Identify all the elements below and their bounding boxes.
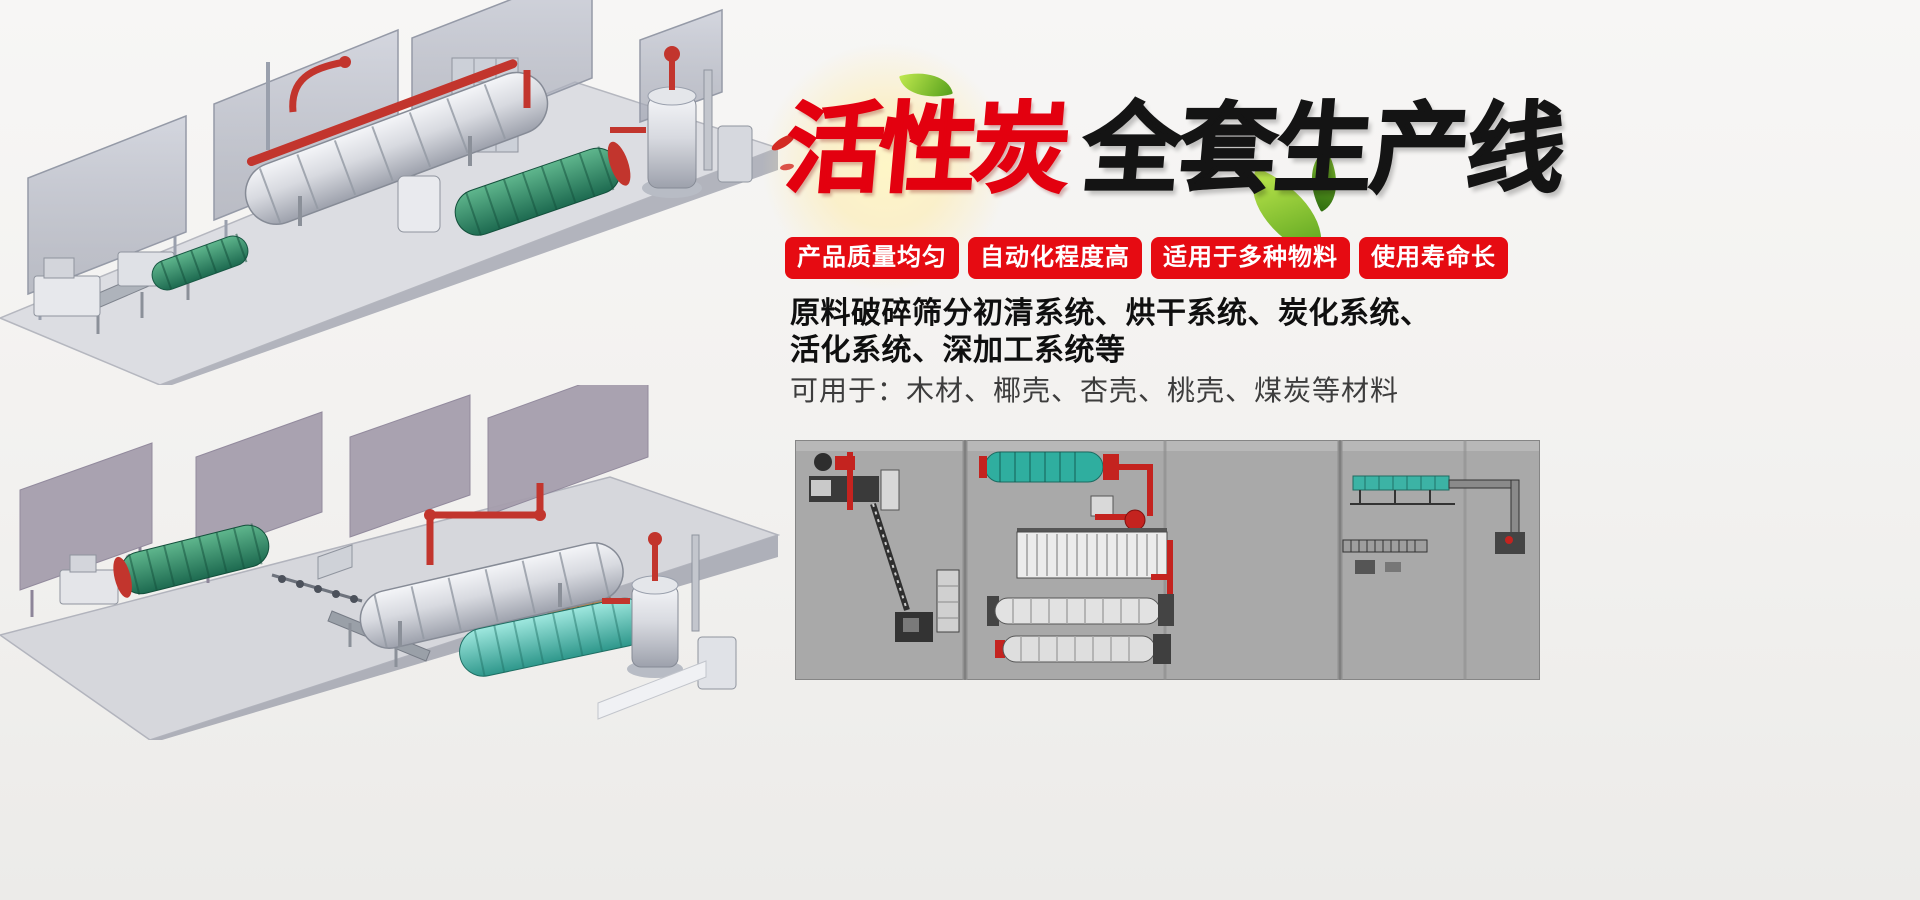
production-line-layout-diagram: [795, 440, 1540, 680]
purple-screen-walls: [19, 385, 649, 617]
production-line-3d-render-bottom: [0, 385, 780, 740]
diagram-cooling-kiln: [987, 594, 1174, 664]
diagram-crusher-section: [809, 452, 960, 642]
furnace-unit: [610, 46, 753, 198]
activation-drum: [397, 141, 631, 236]
diagram-packing-section: [1342, 475, 1525, 574]
screening-drum: [113, 523, 270, 598]
feature-badges: 产品质量均匀 自动化程度高 适用于多种物料 使用寿命长: [785, 237, 1508, 279]
right-content: 活性炭 全套生产线 产品质量均匀 自动化程度高 适用于多种物料 使用寿命长 原料…: [761, 0, 1920, 900]
rotary-dryer-kiln: [244, 56, 549, 226]
badge-quality: 产品质量均匀: [785, 237, 959, 279]
white-guard-wall: [597, 660, 707, 720]
badge-automation: 自动化程度高: [968, 237, 1142, 279]
badge-lifespan: 使用寿命长: [1359, 237, 1508, 279]
title-black-text: 全套生产线: [1078, 93, 1570, 205]
rotary-carbonization-kiln: [359, 483, 624, 649]
materials-description: 可用于：木材、椰壳、杏壳、桃壳、煤炭等材料: [790, 375, 1400, 406]
system-description-line1: 原料破碎筛分初清系统、烘干系统、炭化系统、: [790, 297, 1431, 330]
main-title: 活性炭 全套生产线: [761, 41, 1570, 291]
screening-drum: [151, 233, 249, 291]
diagram-carbonization-furnace: [1016, 528, 1173, 600]
system-description: 原料破碎筛分初清系统、烘干系统、炭化系统、 活化系统、深加工系统等: [790, 295, 1431, 369]
production-line-3d-render-top: [0, 0, 780, 385]
diagram-dryer-cylinder: [979, 451, 1153, 531]
badge-materials: 适用于多种物料: [1151, 237, 1350, 279]
system-description-line2: 活化系统、深加工系统等: [790, 334, 1126, 368]
roller-conveyor: [271, 544, 363, 603]
furnace-cluster: [602, 532, 737, 690]
title-red-text: 活性炭: [780, 93, 1071, 205]
